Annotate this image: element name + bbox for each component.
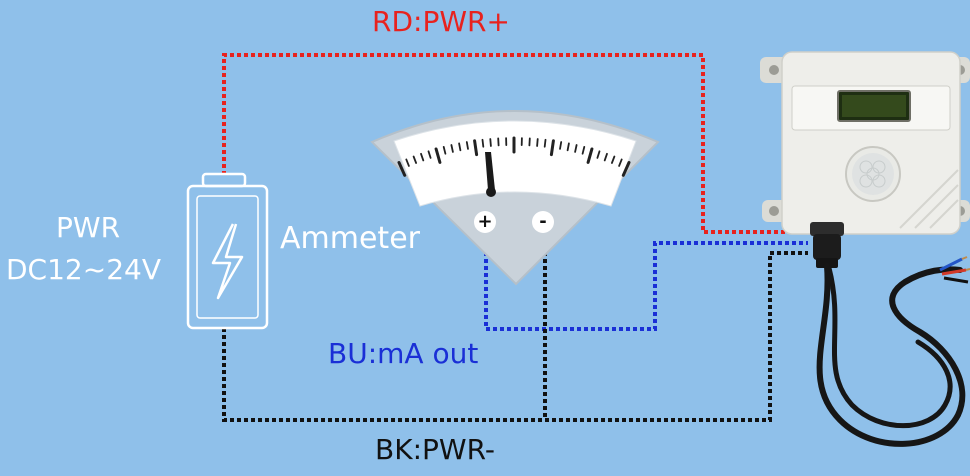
gauge-minor-tick (490, 139, 491, 146)
gauge-minor-tick (467, 142, 468, 149)
gauge-minor-tick (459, 143, 460, 150)
ammeter-plus-terminal: + (474, 211, 496, 233)
blue-wire-label: BU:mA out (328, 340, 478, 368)
ammeter-gauge-icon (372, 111, 658, 284)
gauge-minor-tick (568, 143, 569, 150)
gauge-minor-tick (483, 140, 484, 147)
lightning-bolt-icon (213, 224, 242, 298)
power-title: PWR (56, 214, 120, 242)
gauge-minor-tick (545, 140, 546, 147)
motion-sensor-device-icon (760, 52, 970, 444)
gauge-minor-tick (560, 142, 561, 149)
power-voltage: DC12~24V (6, 256, 161, 284)
ammeter-minus-terminal: - (532, 211, 554, 233)
black-wire-label: BK:PWR- (375, 436, 495, 464)
gauge-major-tick (551, 141, 553, 155)
gauge-minor-tick (537, 139, 538, 146)
ammeter-label: Ammeter (280, 224, 420, 254)
gauge-major-tick (475, 141, 477, 155)
red-wire-label: RD:PWR+ (372, 8, 510, 36)
